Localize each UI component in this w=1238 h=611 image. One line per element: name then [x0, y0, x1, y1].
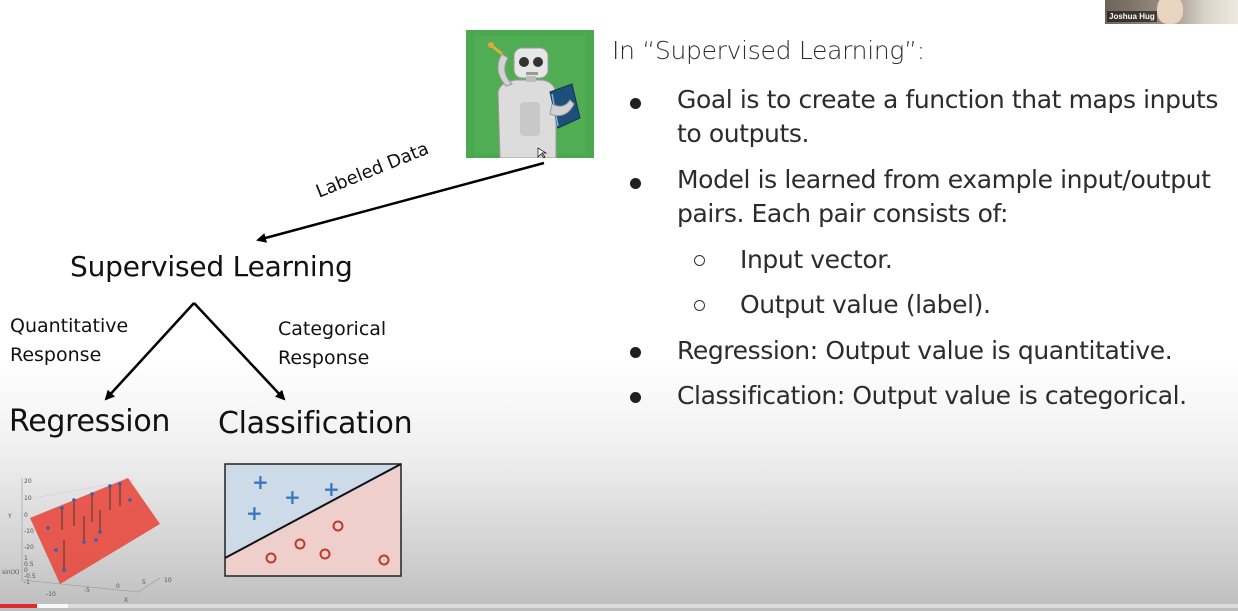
bullet-goal: Goal is to create a function that maps i…	[677, 85, 1219, 148]
bullet-classification: Classification: Output value is categori…	[677, 381, 1187, 410]
reg-xlabel: X	[124, 597, 128, 604]
circle-point	[319, 548, 331, 560]
slide-intro-text: In “Supervised Learning”:	[612, 36, 925, 65]
categorical-response-label: Categorical Response	[278, 318, 387, 369]
classification-node: Classification	[218, 406, 413, 441]
video-buffered-bar	[37, 604, 69, 608]
circle-point	[332, 520, 344, 532]
bullet-dot	[630, 178, 641, 189]
plus-point: +	[323, 477, 340, 501]
reg-xtick-3: 5	[142, 579, 146, 586]
reg-ztick-1: 0.5	[24, 561, 34, 568]
regression-plot: 20 10 0 -10 -20 Y 1 0.5 0 -0.5 -1 sin(X)…	[2, 478, 172, 604]
circle-point	[265, 552, 277, 564]
reg-ytick-0: 20	[24, 478, 32, 485]
plus-point: +	[246, 501, 263, 525]
sub-bullet-input-vector: Input vector.	[740, 245, 893, 274]
sub-bullet-ring	[694, 300, 705, 311]
robot-illustration	[466, 30, 594, 158]
decision-boundary	[224, 463, 402, 559]
supervised-learning-node: Supervised Learning	[70, 250, 353, 283]
reg-ztick-0: 1	[24, 555, 28, 562]
sub-bullet-output-value: Output value (label).	[740, 290, 991, 319]
video-progress-bar[interactable]	[0, 604, 1238, 608]
sub-bullet-ring	[694, 255, 705, 266]
robot-reading-image	[466, 30, 594, 158]
plus-point: +	[252, 470, 269, 494]
reg-xtick-2: 0	[116, 583, 120, 590]
bullet-model: Model is learned from example input/outp…	[677, 165, 1211, 228]
reg-ytick-4: -20	[24, 544, 34, 551]
reg-xtick-1: -5	[84, 587, 90, 594]
presenter-face	[1157, 0, 1183, 24]
reg-zlabel: sin(X)	[2, 569, 19, 576]
reg-ztick-3: -0.5	[24, 573, 36, 580]
reg-ytick-1: 10	[24, 495, 32, 502]
bullet-dot	[630, 98, 641, 109]
regression-plane	[30, 478, 160, 584]
regression-arrow	[104, 302, 195, 401]
regression-node: Regression	[9, 404, 171, 439]
reg-ytick-2: 0	[24, 512, 28, 519]
reg-ylabel: Y	[7, 513, 12, 520]
presenter-webcam-thumbnail: Joshua Hug	[1105, 0, 1238, 24]
reg-ytick-3: -10	[24, 528, 34, 535]
reg-xtick-0: -10	[46, 591, 56, 598]
reg-ztick-2: 0	[24, 567, 28, 574]
class-region-bottom	[225, 466, 401, 576]
classification-plot: + + + +	[224, 463, 402, 577]
reg-xtick-4: 10	[164, 577, 172, 584]
classification-arrow	[193, 302, 286, 401]
video-played-bar	[0, 604, 38, 608]
quantitative-response-label: Quantitative Response	[10, 315, 129, 366]
circle-point	[378, 554, 390, 566]
labeled-data-arrow	[256, 161, 545, 243]
reg-ztick-4: -1	[24, 579, 30, 586]
bullet-dot	[630, 347, 641, 358]
plus-point: +	[284, 485, 301, 509]
circle-point	[294, 538, 306, 550]
bullet-dot	[630, 392, 641, 403]
bullet-regression: Regression: Output value is quantitative…	[677, 336, 1173, 365]
presenter-name-label: Joshua Hug	[1107, 11, 1157, 22]
diagram-arrows	[104, 161, 545, 401]
